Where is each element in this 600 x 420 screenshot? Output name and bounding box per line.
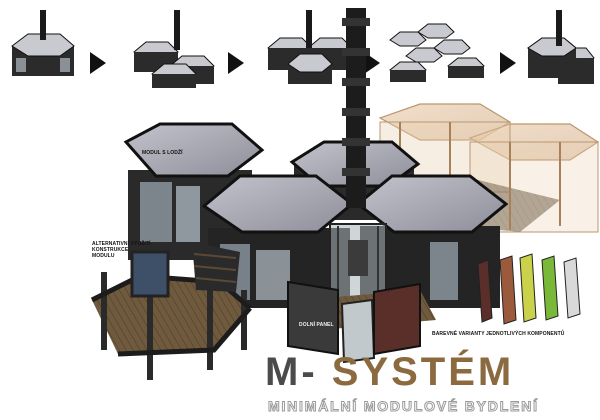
label-door-panel: DOLNÍ PANEL (299, 322, 334, 328)
title-part-1: M- (265, 350, 318, 394)
sequence-step-5 (527, 10, 595, 84)
arrow-1 (90, 52, 106, 74)
title-part-2: SYSTÉM (331, 350, 515, 394)
sequence-step-1 (11, 10, 75, 76)
arrow-3 (364, 52, 380, 74)
assembly-sequence (11, 10, 595, 88)
arrow-2 (228, 52, 244, 74)
variant-panel-yellow-green (519, 253, 537, 323)
sequence-step-3 (267, 10, 353, 84)
variant-panel-green (541, 255, 559, 321)
label-alternative-use: ALTERNATIVNÍ VYUŽITÍ KONSTRUKCE MODULU (92, 241, 151, 259)
page-title: M- SYSTÉM (265, 352, 514, 392)
main-module-complex (123, 8, 509, 364)
variant-panel-rust (499, 255, 517, 325)
label-loggia-module: MODUL S LODŽÍ (142, 150, 183, 156)
arrow-4 (500, 52, 516, 74)
sequence-step-2 (133, 10, 215, 88)
door-panel (287, 280, 421, 364)
color-variant-panels (477, 253, 581, 325)
variant-panel-dark-red (477, 259, 493, 323)
label-color-variants: BAREVNÉ VARIANTY JEDNOTLIVÝCH KOMPONENTŮ (432, 331, 565, 337)
alternative-structure (90, 242, 252, 380)
spiral-column (342, 8, 370, 208)
page-subtitle: MINIMÁLNÍ MODULOVÉ BYDLENÍ (268, 398, 539, 415)
variant-panel-white (563, 257, 581, 319)
sequence-step-4 (389, 23, 485, 82)
